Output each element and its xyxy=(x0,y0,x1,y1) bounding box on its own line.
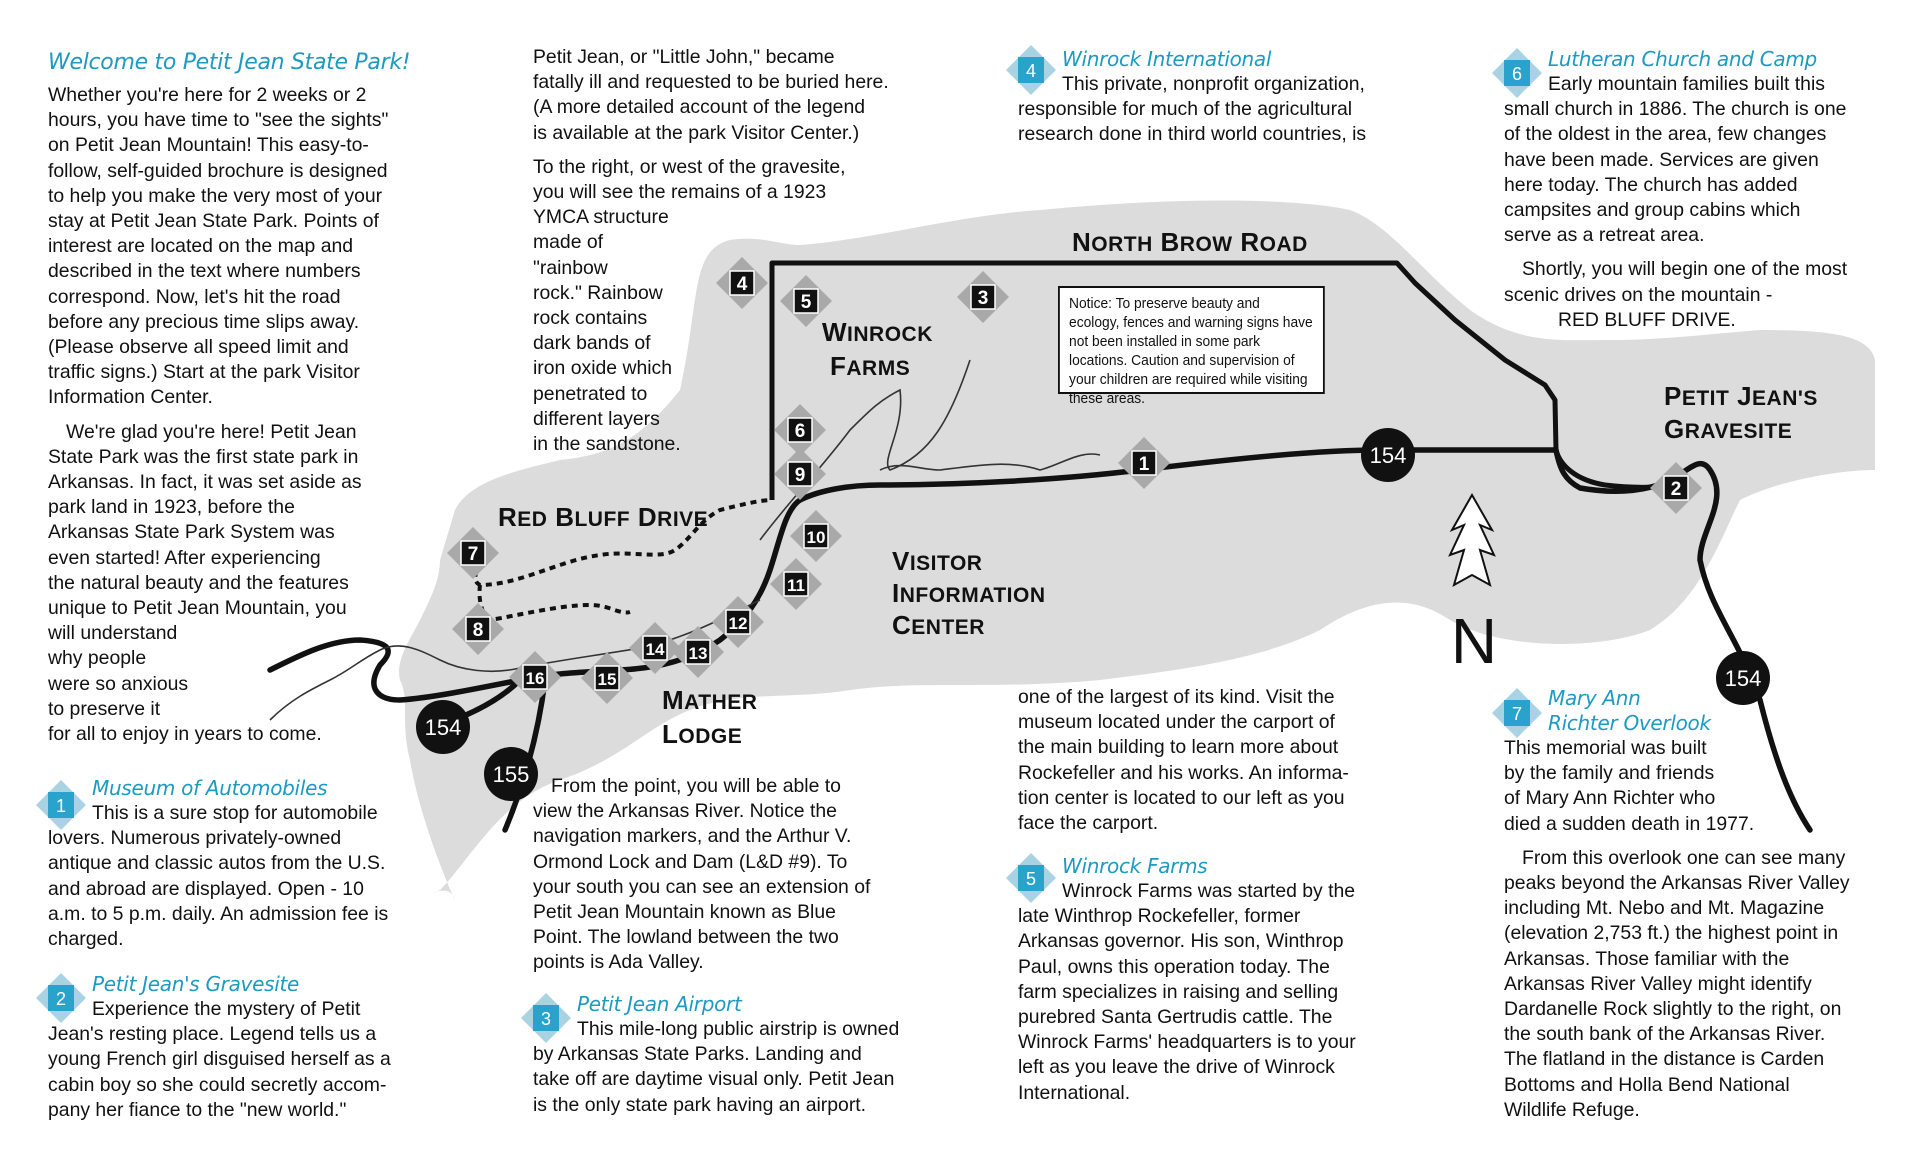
map-marker-number: 13 xyxy=(689,644,708,663)
col4-shortly: Shortly, you will begin one of the most … xyxy=(1504,258,1848,306)
col2-paragraph-1: Petit Jean, or "Little John," became fat… xyxy=(533,46,889,144)
section-5: Winrock Farms Winrock Farms was started … xyxy=(1018,854,1438,1106)
map-marker: 9 xyxy=(774,448,826,500)
section-7-title-2: Richter Overlook xyxy=(1548,711,1711,735)
map-marker: 4 xyxy=(716,257,768,309)
section-1-title: Museum of Automobiles xyxy=(92,776,328,800)
label-visitor-center-2: INFORMATION xyxy=(892,578,1046,608)
map-marker: 16 xyxy=(509,651,561,703)
label-north-brow-road: NORTH BROW ROAD xyxy=(1072,227,1308,257)
section-2-text: Experience the mystery of Petit Jean's r… xyxy=(48,998,391,1121)
map-marker: 3 xyxy=(957,271,1009,323)
highway-shield: 155 xyxy=(484,747,538,801)
label-red-bluff-drive: RED BLUFF DRIVE xyxy=(498,502,709,532)
highway-shield: 154 xyxy=(416,700,470,754)
map-marker: 8 xyxy=(452,603,504,655)
map-marker: 11 xyxy=(770,558,822,610)
column-1: Welcome to Petit Jean State Park! Whethe… xyxy=(48,50,448,747)
welcome-paragraph-2: We're glad you're here! Petit Jean State… xyxy=(48,420,362,746)
map-marker: 10 xyxy=(790,510,842,562)
section-3-title: Petit Jean Airport xyxy=(577,992,742,1016)
welcome-title: Welcome to Petit Jean State Park! xyxy=(48,50,411,75)
section-1-text: This is a sure stop for automobile lover… xyxy=(48,802,389,951)
label-winrock-farms-2: FARMS xyxy=(830,351,911,381)
map-marker: 15 xyxy=(581,652,633,704)
label-petit-jeans-gravesite-2: GRAVESITE xyxy=(1664,414,1793,444)
north-arrow-label: N xyxy=(1451,605,1497,677)
section-2-title: Petit Jean's Gravesite xyxy=(92,972,300,996)
column-2: Petit Jean, or "Little John," became fat… xyxy=(533,45,953,457)
col2-paragraph-3: From the point, you will be able to view… xyxy=(533,775,871,974)
section-1: Museum of Automobiles This is a sure sto… xyxy=(48,776,448,952)
red-bluff-drive-path xyxy=(473,498,773,588)
col3-paragraph-continued: one of the largest of its kind. Visit th… xyxy=(1018,686,1349,835)
section-6-text: Early mountain families built this small… xyxy=(1504,73,1847,247)
col3-continuation: one of the largest of its kind. Visit th… xyxy=(1018,685,1438,836)
highway-shield: 154 xyxy=(1361,428,1415,482)
highway-shield: 154 xyxy=(1716,651,1770,705)
label-visitor-center-3: CENTER xyxy=(892,610,985,640)
map-marker-number: 7 xyxy=(468,544,479,565)
map-marker: 1 xyxy=(1118,437,1170,489)
map-marker: 13 xyxy=(672,626,724,678)
section-7: Mary Ann Richter Overlook This memorial … xyxy=(1504,686,1914,1123)
map-marker-number: 8 xyxy=(473,620,484,641)
map-marker: 14 xyxy=(629,622,681,674)
map-marker: 12 xyxy=(712,596,764,648)
svg-text:154: 154 xyxy=(1725,666,1762,691)
svg-text:155: 155 xyxy=(493,762,530,787)
welcome-paragraph-1: Whether you're here for 2 weeks or 2 hou… xyxy=(48,84,389,409)
map-marker-number: 11 xyxy=(787,576,805,595)
map-marker-number: 4 xyxy=(737,274,748,295)
col4-overlook: From this overlook one can see many peak… xyxy=(1504,846,1850,1121)
section-3-text: This mile-long public airstrip is owned … xyxy=(533,1018,900,1116)
map-marker-number: 6 xyxy=(795,421,806,442)
map-marker-number: 2 xyxy=(1671,479,1682,500)
label-mather-lodge-2: LODGE xyxy=(662,719,743,749)
map-marker: 6 xyxy=(774,404,826,456)
map-marker-number: 3 xyxy=(978,288,989,309)
map-marker-number: 5 xyxy=(801,292,812,313)
col2-paragraph-3-wrap: From the point, you will be able to view… xyxy=(533,774,953,976)
map-marker-number: 12 xyxy=(729,614,748,633)
map-marker-number: 9 xyxy=(795,465,806,486)
label-petit-jeans-gravesite-1: PETIT JEAN'S xyxy=(1664,381,1818,411)
notice-box: Notice: To preserve beauty and ecology, … xyxy=(1058,286,1325,407)
section-3: Petit Jean Airport This mile-long public… xyxy=(533,992,953,1118)
section-6: Lutheran Church and Camp Early mountain … xyxy=(1504,47,1914,333)
section-7-text: This memorial was built by the family an… xyxy=(1504,737,1755,835)
section-4: Winrock International This private, nonp… xyxy=(1018,47,1438,148)
col2-paragraph-2: To the right, or west of the gravesite, … xyxy=(533,155,846,456)
section-6-title: Lutheran Church and Camp xyxy=(1548,47,1817,71)
label-mather-lodge-1: MATHER xyxy=(662,685,758,715)
map-marker-number: 16 xyxy=(526,669,545,688)
map-marker-number: 15 xyxy=(598,670,617,689)
label-visitor-center-1: VISITOR xyxy=(892,546,983,576)
north-arrow xyxy=(1448,492,1496,588)
section-2: Petit Jean's Gravesite Experience the my… xyxy=(48,972,448,1123)
section-4-text: This private, nonprofit organization, re… xyxy=(1018,73,1367,146)
label-winrock-farms-1: WINROCK xyxy=(822,317,933,347)
mountain-area xyxy=(399,200,1875,900)
section-7-title-1: Mary Ann xyxy=(1548,686,1641,710)
section-4-title: Winrock International xyxy=(1062,47,1272,71)
map-marker: 7 xyxy=(447,527,499,579)
svg-text:154: 154 xyxy=(1370,443,1407,468)
section-5-title: Winrock Farms xyxy=(1062,854,1208,878)
map-marker-number: 1 xyxy=(1139,454,1150,475)
svg-text:154: 154 xyxy=(425,715,462,740)
north-brow-road xyxy=(769,260,1559,500)
map-marker: 2 xyxy=(1650,462,1702,514)
highway-154-road xyxy=(267,447,1813,833)
section-5-text: Winrock Farms was started by the late Wi… xyxy=(1018,880,1356,1104)
map-marker-number: 10 xyxy=(807,528,826,547)
col4-red-bluff: RED BLUFF DRIVE. xyxy=(1558,308,1736,331)
map-marker: 5 xyxy=(780,275,832,327)
map-marker-number: 14 xyxy=(646,640,665,659)
